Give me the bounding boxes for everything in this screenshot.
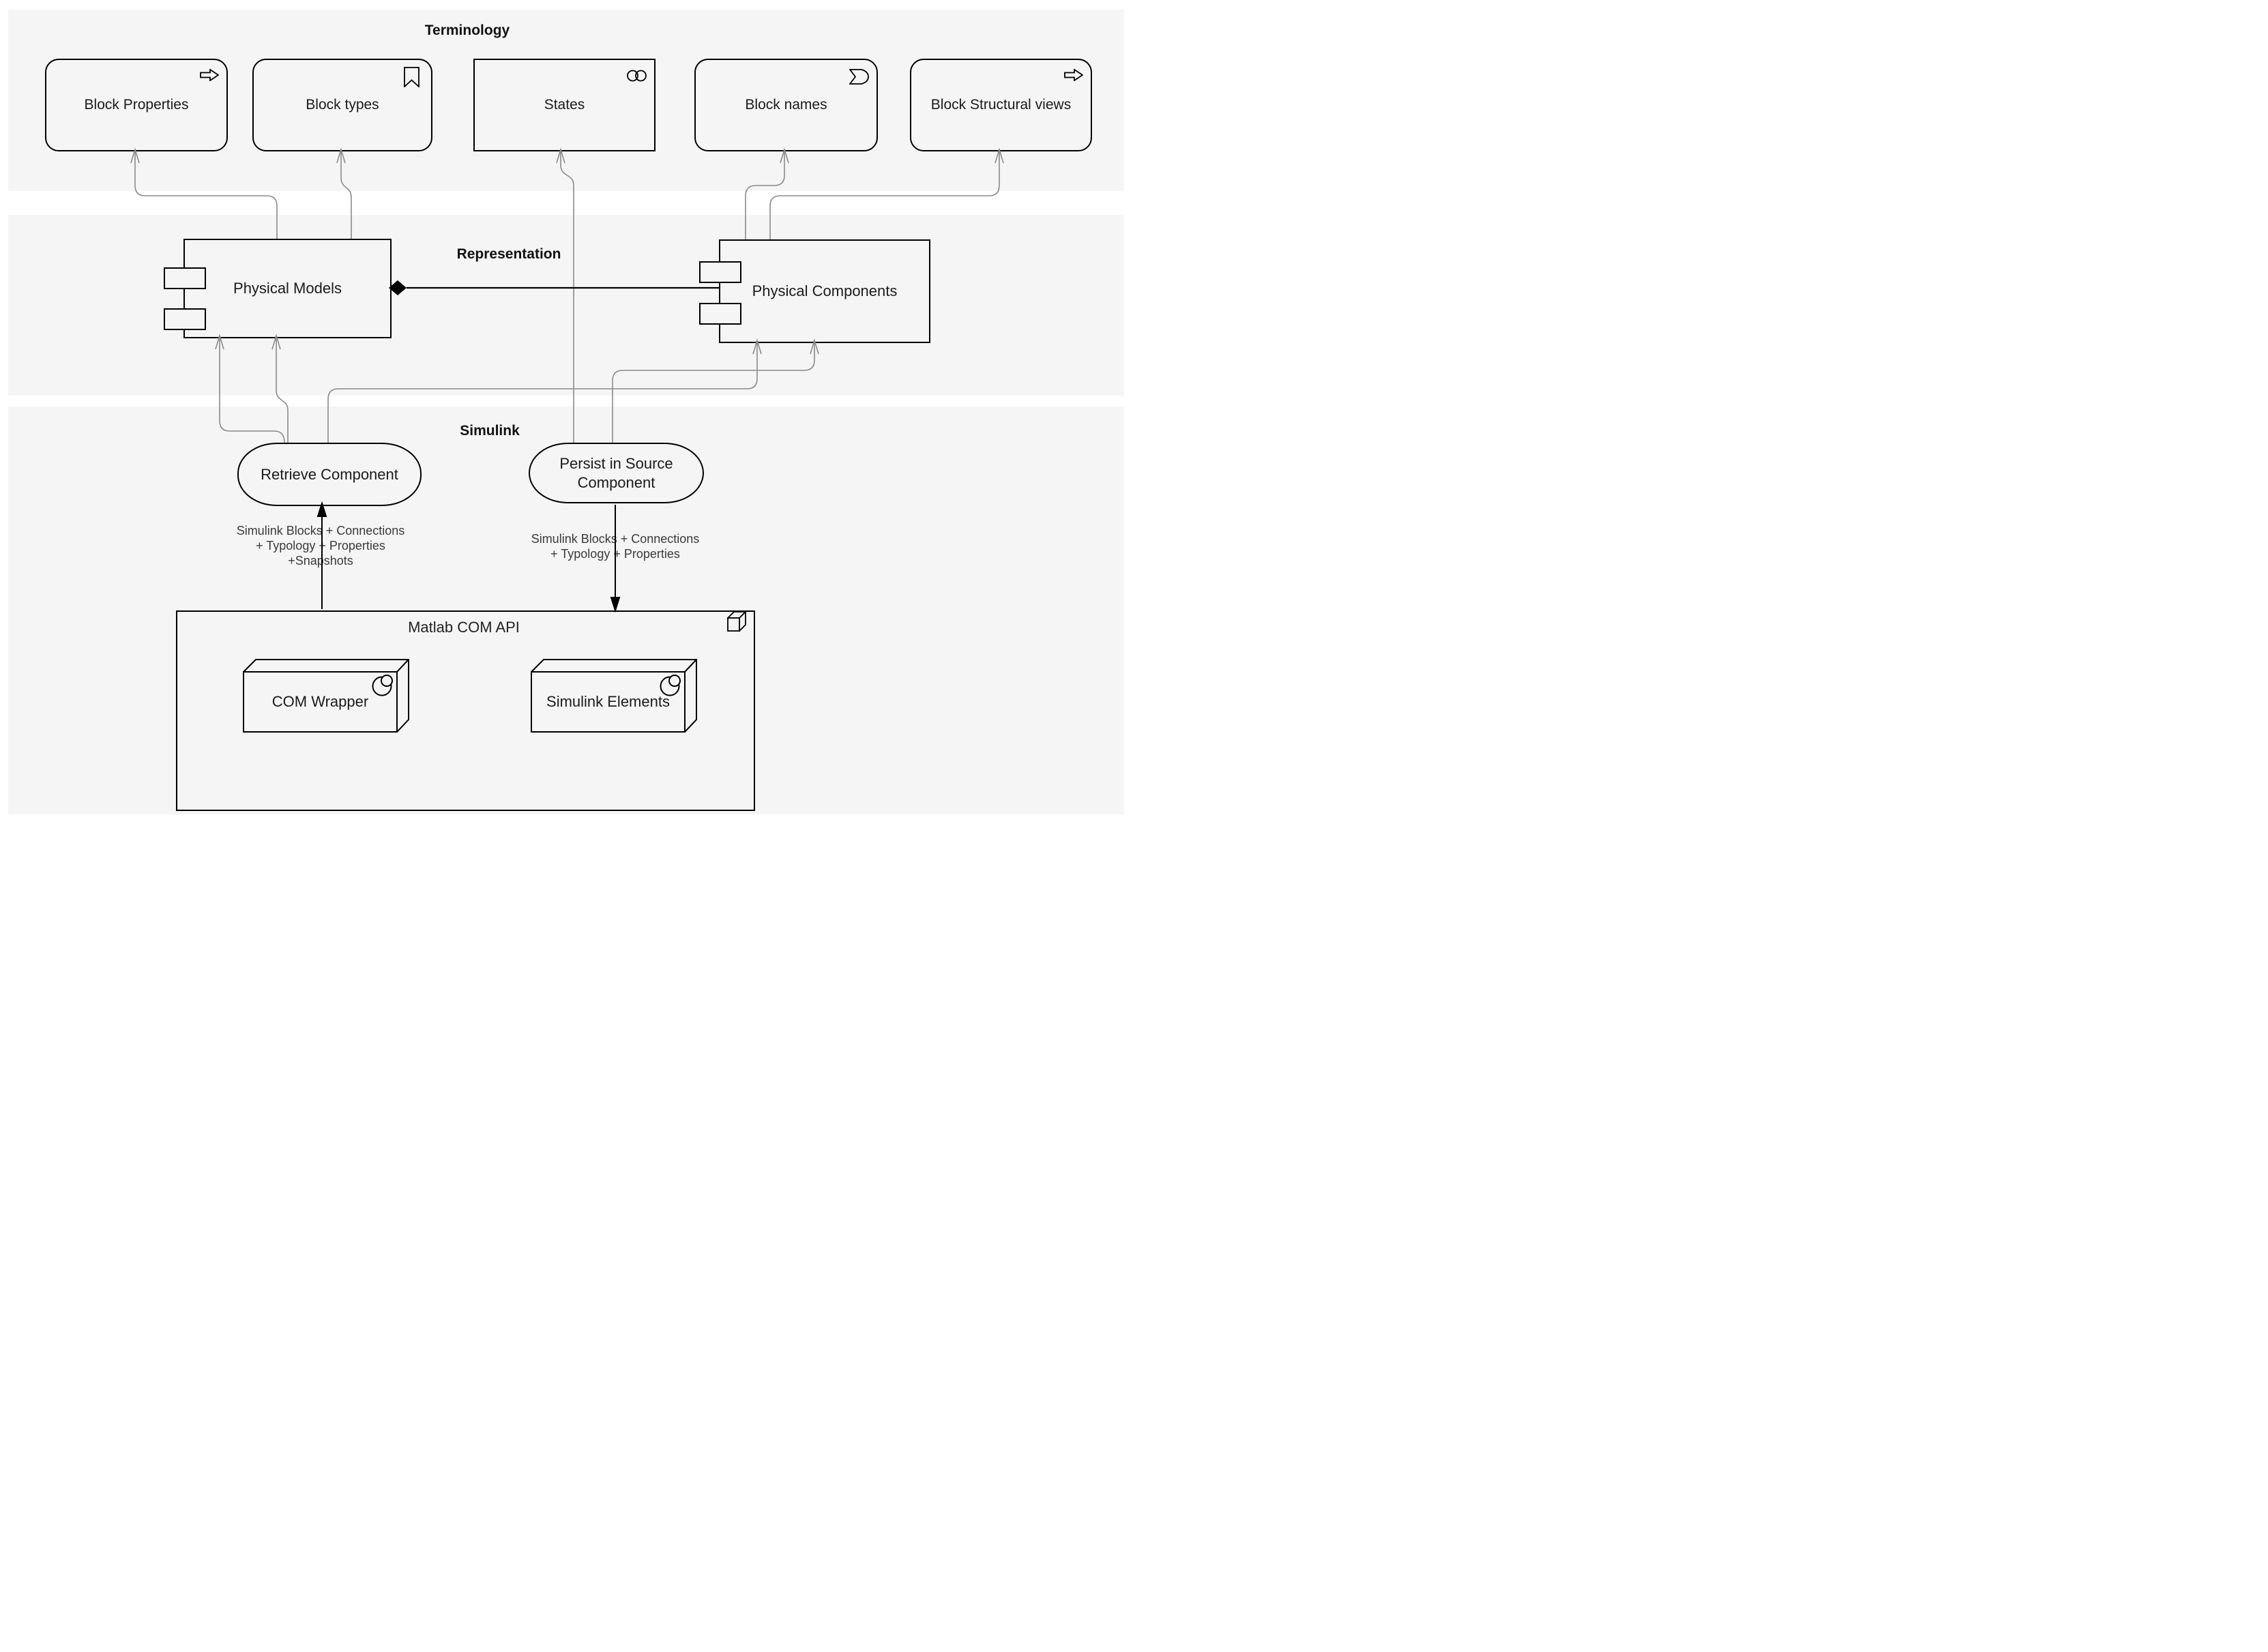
matlab-com-api-title: Matlab COM API <box>408 619 520 636</box>
edge-label-line: Simulink Blocks + Connections <box>236 524 405 537</box>
terminology-box-label: Block Properties <box>84 97 189 113</box>
node-label: Simulink Elements <box>546 693 670 710</box>
arrow-right-icon <box>200 68 220 82</box>
edge-label-line: + Typology + Properties <box>256 539 385 552</box>
double-circle-icon <box>627 70 647 82</box>
component-label: Physical Models <box>233 280 342 297</box>
terminology-box-states: States <box>473 59 656 151</box>
terminology-box-block-types: Block types <box>252 59 432 151</box>
component-physical-models: Physical Models <box>183 239 392 338</box>
pennant-icon <box>849 69 869 85</box>
retrieve-edge-label: Simulink Blocks + Connections + Typology… <box>218 523 423 568</box>
component-physical-components: Physical Components <box>719 239 930 343</box>
edge-label-line: + Typology + Properties <box>550 547 680 561</box>
representation-band <box>8 215 1124 396</box>
node-com-wrapper: COM Wrapper <box>241 658 411 734</box>
terminology-box-label: States <box>544 97 585 113</box>
terminology-box-block-names: Block names <box>694 59 878 151</box>
port <box>699 261 741 283</box>
node-label: COM Wrapper <box>271 693 369 710</box>
terminology-box-block-properties: Block Properties <box>45 59 228 151</box>
process-retrieve-component: Retrieve Component <box>237 443 422 506</box>
bookmark-icon <box>403 67 420 89</box>
arrow-right-icon <box>1064 68 1084 82</box>
terminology-box-label: Block Structural views <box>930 97 1072 113</box>
port <box>699 303 741 325</box>
edge-label-line: Simulink Blocks + Connections <box>531 532 700 546</box>
port <box>164 308 206 330</box>
diagram-canvas: Terminology Representation Simulink Bloc… <box>0 0 1134 826</box>
component-cube-icon <box>726 610 748 633</box>
terminology-box-label: Block types <box>306 97 379 113</box>
edge-label-line: +Snapshots <box>288 554 353 567</box>
simulink-band-title: Simulink <box>460 423 520 439</box>
terminology-band-title: Terminology <box>424 23 510 38</box>
terminology-box-label: Block names <box>745 97 827 113</box>
node-simulink-elements: Simulink Elements <box>529 658 698 734</box>
process-persist-in-source-component: Persist in Source Component <box>529 443 704 503</box>
lollipop-icon <box>381 675 393 687</box>
representation-band-title: Representation <box>456 246 561 262</box>
persist-edge-label: Simulink Blocks + Connections + Typology… <box>513 531 718 561</box>
lollipop-icon <box>668 675 681 687</box>
process-label: Persist in Source Component <box>559 455 673 491</box>
process-label: Retrieve Component <box>261 465 398 483</box>
component-label: Physical Components <box>752 282 898 299</box>
port <box>164 267 206 289</box>
terminology-box-block-structural-views: Block Structural views <box>910 59 1092 151</box>
